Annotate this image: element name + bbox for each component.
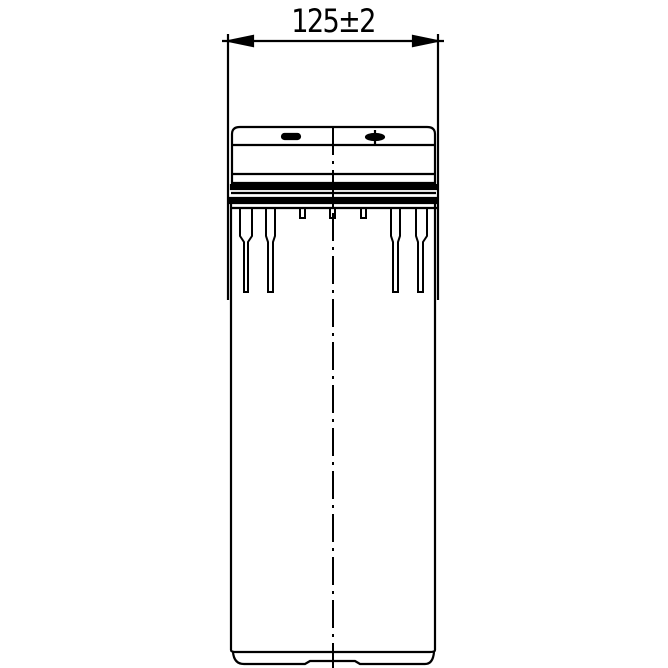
width-dimension-label: 125±2 [291,2,376,40]
plus-symbol [364,130,386,144]
dimension-line [222,34,444,300]
minus-symbol [280,132,302,141]
arrowhead-left [228,34,255,48]
clips [239,207,428,293]
arrowhead-right [411,34,438,48]
